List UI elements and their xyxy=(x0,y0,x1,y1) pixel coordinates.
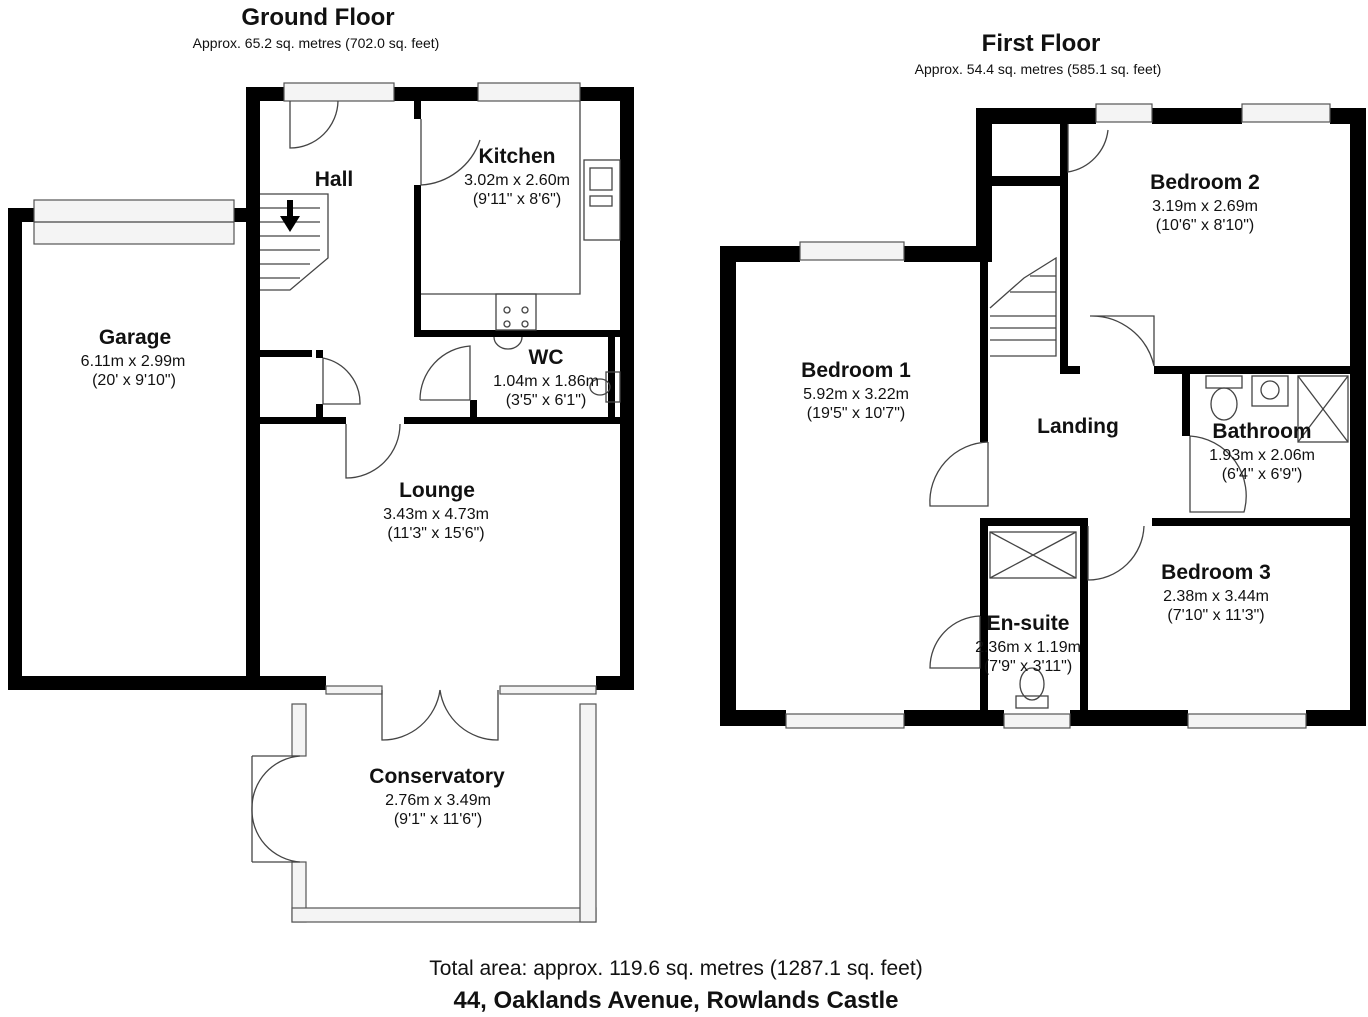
ff-wall-left xyxy=(720,246,736,726)
garage-wall-left xyxy=(8,208,22,690)
gf-wall-bottom-a xyxy=(246,676,326,690)
room-dim-kitchen-metric: 3.02m x 2.60m xyxy=(464,172,570,189)
bedroom2-wall-bottom-a xyxy=(1060,366,1080,374)
stair-arrow-shaft xyxy=(287,200,293,218)
kitchen-wall-stub xyxy=(414,101,421,119)
ff-wall-bottom-c xyxy=(1070,710,1188,726)
first-floor-title: First Floor xyxy=(981,30,1101,57)
cupboard-wall-stub xyxy=(316,350,323,358)
hall-window xyxy=(283,82,395,102)
ensuite-window xyxy=(1003,713,1071,729)
room-dim-bedroom1-metric: 5.92m x 3.22m xyxy=(803,386,909,403)
bedroom1-window xyxy=(799,241,905,261)
bedroom2-window-b xyxy=(1241,103,1331,123)
bedroom3-window xyxy=(1187,713,1307,729)
patio-window-left xyxy=(325,685,383,695)
conservatory-front xyxy=(291,907,597,923)
room-dim-lounge-imperial: (11'3" x 15'6") xyxy=(387,525,485,542)
room-dim-kitchen-imperial: (9'11" x 8'6") xyxy=(472,191,562,208)
bedroom1-wall-right-b xyxy=(980,518,988,710)
room-dim-wc-metric: 1.04m x 1.86m xyxy=(493,373,599,390)
room-label-bedroom3: Bedroom 3 xyxy=(1161,561,1271,584)
gf-wall-right xyxy=(620,87,634,690)
ff-wall-top-a xyxy=(720,246,800,262)
room-label-garage: Garage xyxy=(98,326,172,349)
lounge-wall-top-b xyxy=(404,417,634,424)
room-label-landing: Landing xyxy=(1037,415,1119,438)
first-floor-area: Approx. 54.4 sq. metres (585.1 sq. feet) xyxy=(914,61,1162,77)
ground-floor-area: Approx. 65.2 sq. metres (702.0 sq. feet) xyxy=(192,35,440,51)
room-label-kitchen: Kitchen xyxy=(478,145,556,168)
ff-wall-right xyxy=(1350,108,1366,726)
ff-wall-bottom-a xyxy=(720,710,786,726)
ff-wall-step xyxy=(976,108,992,262)
patio-window-right xyxy=(499,685,597,695)
wc-wall-right xyxy=(608,337,615,424)
room-dim-bedroom3-imperial: (7'10" x 11'3") xyxy=(1167,607,1265,624)
room-dim-bedroom3-metric: 2.38m x 3.44m xyxy=(1163,588,1269,605)
property-address: 44, Oaklands Avenue, Rowlands Castle xyxy=(453,987,899,1014)
bathroom-wall-left xyxy=(1182,374,1190,436)
room-label-lounge: Lounge xyxy=(399,479,475,502)
kitchen-wall-bottom xyxy=(414,330,620,337)
conservatory-side-right xyxy=(579,703,597,923)
ff-wall-bottom-b xyxy=(904,710,1004,726)
room-label-bedroom1: Bedroom 1 xyxy=(801,359,911,382)
bedroom1-window-front xyxy=(785,713,905,729)
gf-wall-top-a xyxy=(246,87,284,101)
ensuite-wall-top xyxy=(988,518,1084,526)
garage-wall-top-left xyxy=(8,208,34,222)
room-dim-bedroom2-metric: 3.19m x 2.69m xyxy=(1152,198,1258,215)
ground-floor-plan xyxy=(8,82,634,923)
ff-wall-top-c xyxy=(976,108,1096,124)
bedroom1-wall-right-a xyxy=(980,262,988,442)
gf-wall-bottom-b xyxy=(596,676,634,690)
ff-wall-bottom-d xyxy=(1306,710,1366,726)
lounge-wall-top-a xyxy=(260,417,346,424)
room-dim-bathroom-metric: 1.93m x 2.06m xyxy=(1209,447,1315,464)
room-dim-garage-metric: 6.11m x 2.99m xyxy=(80,353,186,370)
ff-wall-top-d xyxy=(1152,108,1242,124)
bedroom2-wall-left xyxy=(1060,124,1068,374)
kitchen-wall-left xyxy=(414,185,421,337)
room-dim-ensuite-imperial: (7'9" x 3'11") xyxy=(983,658,1073,675)
cupboard-wall-top xyxy=(260,350,312,357)
room-label-bedroom2: Bedroom 2 xyxy=(1150,171,1260,194)
room-label-conservatory: Conservatory xyxy=(369,765,505,788)
ensuite-wall-right xyxy=(1080,518,1088,710)
gf-wall-left xyxy=(246,87,260,690)
room-dim-garage-imperial: (20' x 9'10") xyxy=(92,372,176,389)
room-dim-ensuite-metric: 2.36m x 1.19m xyxy=(975,639,1081,656)
room-label-hall: Hall xyxy=(314,168,354,191)
room-dim-bedroom2-imperial: (10'6" x 8'10") xyxy=(1155,217,1255,234)
cupboard-wall-right xyxy=(316,404,323,424)
room-dim-bedroom1-imperial: (19'5" x 10'7") xyxy=(806,405,906,422)
room-dim-conservatory-metric: 2.76m x 3.49m xyxy=(385,792,491,809)
total-area: Total area: approx. 119.6 sq. metres (12… xyxy=(429,957,923,980)
landing-wall-top xyxy=(992,176,1060,186)
ff-wall-top-b xyxy=(904,246,976,262)
room-label-wc: WC xyxy=(528,346,564,369)
stair-arrow-icon xyxy=(280,216,300,232)
room-dim-conservatory-imperial: (9'1" x 11'6") xyxy=(393,811,483,828)
garage-wall-bottom xyxy=(8,676,260,690)
ground-floor-title: Ground Floor xyxy=(241,4,395,31)
bedroom2-window-a xyxy=(1095,103,1153,123)
room-dim-wc-imperial: (3'5" x 6'1") xyxy=(505,392,587,409)
wc-wall-stub xyxy=(470,400,477,424)
conservatory-side-a xyxy=(291,703,307,757)
bedroom2-wall-bottom-b xyxy=(1154,366,1350,374)
room-label-bathroom: Bathroom xyxy=(1212,420,1312,443)
room-dim-bathroom-imperial: (6'4" x 6'9") xyxy=(1221,466,1303,483)
first-floor-plan xyxy=(720,103,1366,729)
kitchen-window xyxy=(477,82,581,102)
bedroom3-wall-top xyxy=(1152,518,1350,526)
room-dim-lounge-metric: 3.43m x 4.73m xyxy=(383,506,489,523)
room-label-ensuite: En-suite xyxy=(986,612,1070,635)
gf-wall-top-b xyxy=(394,87,478,101)
